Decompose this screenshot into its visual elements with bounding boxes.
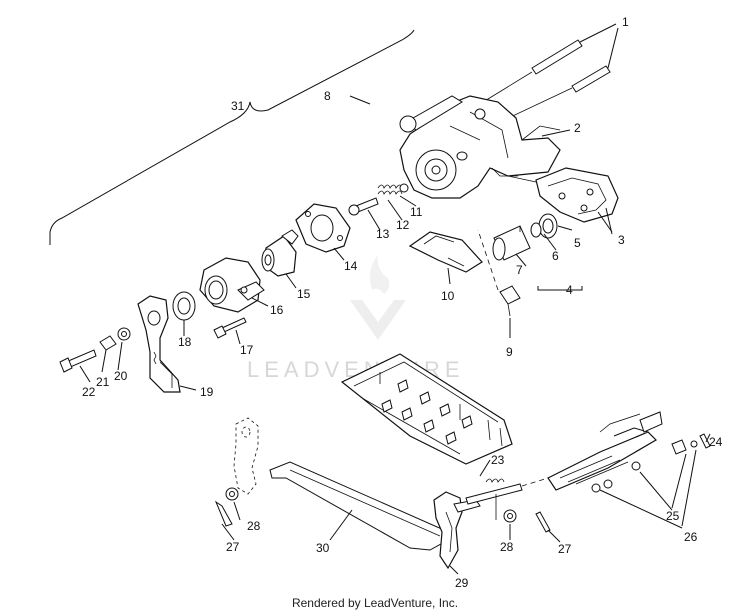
pins-part-1 xyxy=(469,39,611,123)
callout-28-right: 28 xyxy=(500,540,514,554)
callout-labels: 1 2 3 4 5 6 7 8 9 10 11 12 13 14 15 16 1… xyxy=(82,15,723,590)
callout-3: 3 xyxy=(618,233,625,247)
callout-7: 7 xyxy=(516,263,523,277)
callout-6: 6 xyxy=(552,249,559,263)
callout-2: 2 xyxy=(574,121,581,135)
footer-credit: Rendered by LeadVenture, Inc. xyxy=(291,596,459,610)
callout-23: 23 xyxy=(491,453,505,467)
bracket-outline-dashed xyxy=(233,417,259,495)
rod-to-pedal xyxy=(465,477,549,520)
callout-28-left: 28 xyxy=(247,519,261,533)
callout-31: 31 xyxy=(231,99,245,113)
callout-11: 11 xyxy=(410,205,423,219)
callout-13: 13 xyxy=(376,227,390,241)
shield-part-10 xyxy=(408,231,483,273)
clip-right-27-28 xyxy=(503,509,551,533)
body-part-16 xyxy=(199,257,265,313)
bracket-31 xyxy=(49,29,415,245)
callout-29: 29 xyxy=(455,576,469,590)
callout-25: 25 xyxy=(666,509,680,523)
callout-15: 15 xyxy=(297,287,311,301)
callout-30: 30 xyxy=(316,541,330,555)
callout-14: 14 xyxy=(344,259,358,273)
callout-24: 24 xyxy=(709,435,723,449)
rod-part-30 xyxy=(269,461,449,551)
callout-16: 16 xyxy=(270,303,284,317)
watermark-logo xyxy=(350,255,406,340)
clip-left-27-28 xyxy=(214,487,239,527)
cylinder-part-15 xyxy=(261,229,299,277)
bolt-part-17 xyxy=(213,317,247,339)
callout-21: 21 xyxy=(96,375,110,389)
callout-26: 26 xyxy=(684,530,698,544)
lever-part-19 xyxy=(137,295,181,393)
pin-part-13 xyxy=(348,197,379,216)
callout-1: 1 xyxy=(622,15,629,29)
plunger-part-7 xyxy=(492,225,531,261)
callout-10: 10 xyxy=(441,289,455,303)
callout-19: 19 xyxy=(200,385,214,399)
callout-18: 18 xyxy=(178,335,192,349)
plate-part-3 xyxy=(507,167,619,223)
lever-part-29 xyxy=(433,491,481,570)
callout-17: 17 xyxy=(240,343,254,357)
callout-4: 4 xyxy=(566,283,573,297)
washer-part-18 xyxy=(172,291,196,321)
callout-27-left: 27 xyxy=(226,540,240,554)
fasteners-part-24-26 xyxy=(591,433,711,493)
callout-27-right: 27 xyxy=(558,542,572,556)
callout-5: 5 xyxy=(574,236,581,250)
seal-part-5-6 xyxy=(530,213,558,239)
housing-part-2 xyxy=(399,95,561,199)
callout-8: 8 xyxy=(324,89,331,103)
spring-part-11-12 xyxy=(377,183,409,195)
leader-lines xyxy=(79,23,711,575)
footboard-plate xyxy=(340,353,513,465)
callout-20: 20 xyxy=(114,369,128,383)
callout-9: 9 xyxy=(506,345,513,359)
pedal-right xyxy=(547,411,663,491)
callout-22: 22 xyxy=(82,385,96,399)
callout-12: 12 xyxy=(396,218,410,232)
fasteners-part-20-22 xyxy=(59,327,131,373)
switch-part-9 xyxy=(477,229,521,317)
gasket-part-14 xyxy=(295,203,351,253)
